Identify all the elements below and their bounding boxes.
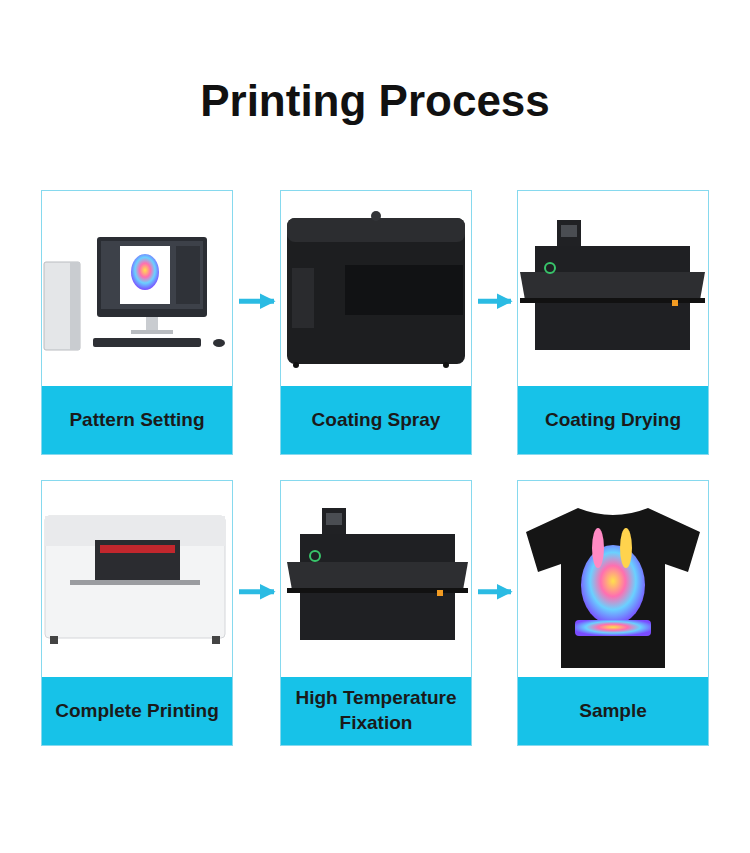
process-card: Complete Printing xyxy=(41,480,233,746)
process-card: Pattern Setting xyxy=(41,190,233,455)
label-band: Coating Spray xyxy=(281,386,471,454)
flow-arrow xyxy=(478,299,511,304)
process-card: Coating Drying xyxy=(517,190,709,455)
step-label: Pattern Setting xyxy=(69,408,204,433)
dryer-illustration xyxy=(520,220,705,350)
label-band: Coating Drying xyxy=(518,386,708,454)
page-title: Printing Process xyxy=(0,76,750,126)
flow-arrow xyxy=(239,299,274,304)
step-label: Coating Drying xyxy=(545,408,681,433)
step-label: High Temperature Fixation xyxy=(289,686,463,735)
flow-arrow xyxy=(478,589,511,594)
computer-illustration xyxy=(44,237,225,350)
spray-machine-illustration xyxy=(287,211,465,368)
step-label: Sample xyxy=(579,699,647,724)
process-card: High Temperature Fixation xyxy=(280,480,472,746)
process-card: Sample xyxy=(517,480,709,746)
label-band: Complete Printing xyxy=(42,677,232,745)
flow-arrow xyxy=(239,589,274,594)
label-band: High Temperature Fixation xyxy=(281,677,471,745)
printer-illustration xyxy=(45,516,225,644)
tshirt-illustration xyxy=(526,508,700,668)
step-label: Coating Spray xyxy=(312,408,441,433)
label-band: Sample xyxy=(518,677,708,745)
dryer-illustration xyxy=(287,508,468,640)
label-band: Pattern Setting xyxy=(42,386,232,454)
process-card: Coating Spray xyxy=(280,190,472,455)
step-label: Complete Printing xyxy=(55,699,219,724)
